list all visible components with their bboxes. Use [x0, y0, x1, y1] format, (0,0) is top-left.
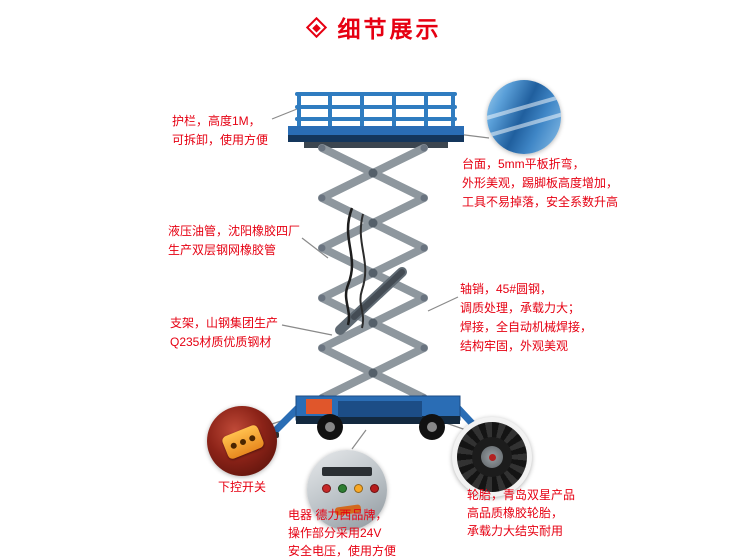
- platform-note: 台面，5mm平板折弯， 外形美观，踢脚板高度增加， 工具不易掉落，安全系数升高: [462, 155, 618, 212]
- note-line: 高品质橡胶轮胎，: [467, 506, 564, 520]
- panel-button-red: [322, 484, 331, 493]
- panel-button-green: [338, 484, 347, 493]
- panel-button-yellow: [354, 484, 363, 493]
- note-line: 护栏，高度1M，: [172, 114, 261, 128]
- page-header: 细节展示: [0, 10, 750, 44]
- diamond-icon: [305, 16, 327, 38]
- platform-detail-photo: [487, 80, 561, 154]
- tire-hub: [481, 446, 503, 468]
- remote-button: [248, 434, 257, 443]
- panel-label-strip: [322, 467, 372, 476]
- tire-sidewall: [472, 437, 512, 477]
- axle-pin-note: 轴销，45#圆钢， 调质处理，承载力大； 焊接，全自动机械焊接， 结构牢固，外观…: [460, 280, 592, 356]
- note-line: 承载力大结实耐用: [467, 524, 564, 538]
- electric-panel-photo: [307, 450, 387, 530]
- page-title: 细节展示: [337, 16, 442, 42]
- panel-button-red: [370, 484, 379, 493]
- tire-note: 轮胎，青岛双星产品 高品质橡胶轮胎， 承载力大结实耐用: [467, 486, 575, 540]
- note-line: 调质处理，承载力大；: [460, 301, 581, 315]
- tire-photo: [452, 417, 532, 497]
- note-line: 下控开关: [218, 480, 267, 494]
- electric-note: 电器 德力西品牌， 操作部分采用24V 安全电压，使用方便: [288, 506, 396, 560]
- platform-deck: [288, 126, 464, 148]
- diamond-icon-inner: [311, 22, 321, 32]
- note-line: 操作部分采用24V: [288, 526, 382, 540]
- guardrail: [295, 92, 457, 130]
- hydraulic-hose-note: 液压油管，沈阳橡胶四厂 生产双层钢网橡胶管: [168, 222, 300, 260]
- bracket-note: 支架，山钢集团生产 Q235材质优质钢材: [170, 314, 278, 352]
- note-line: 轮胎，青岛双星产品: [467, 488, 576, 502]
- remote-button: [239, 438, 247, 446]
- tire-tread: [457, 422, 527, 492]
- note-line: 结构牢固，外观美观: [460, 339, 569, 353]
- note-line: 安全电压，使用方便: [288, 544, 397, 558]
- wheels: [317, 414, 445, 440]
- note-line: 生产双层钢网橡胶管: [168, 243, 277, 257]
- note-line: 台面，5mm平板折弯，: [462, 157, 585, 171]
- note-line: 可拆卸，使用方便: [172, 133, 269, 147]
- panel-buttons: [322, 484, 379, 493]
- note-line: 轴销，45#圆钢，: [460, 282, 553, 296]
- tire-hub-cap: [488, 453, 496, 461]
- remote-button: [229, 441, 238, 450]
- pivot-pins: [318, 144, 428, 402]
- remote-control-photo: [207, 406, 277, 476]
- guardrail-note: 护栏，高度1M， 可拆卸，使用方便: [172, 112, 268, 150]
- remote-switch-note: 下控开关: [218, 478, 266, 497]
- hydraulic-hoses: [344, 207, 367, 329]
- note-line: 外形美观，踢脚板高度增加，: [462, 176, 619, 190]
- note-line: 工具不易掉落，安全系数升高: [462, 195, 619, 209]
- note-line: Q235材质优质钢材: [170, 335, 272, 349]
- note-line: 焊接，全自动机械焊接，: [460, 320, 593, 334]
- note-line: 电器 德力西品牌，: [288, 508, 388, 522]
- remote-control-device: [220, 423, 266, 461]
- note-line: 支架，山钢集团生产: [170, 316, 279, 330]
- note-line: 液压油管，沈阳橡胶四厂: [168, 224, 301, 238]
